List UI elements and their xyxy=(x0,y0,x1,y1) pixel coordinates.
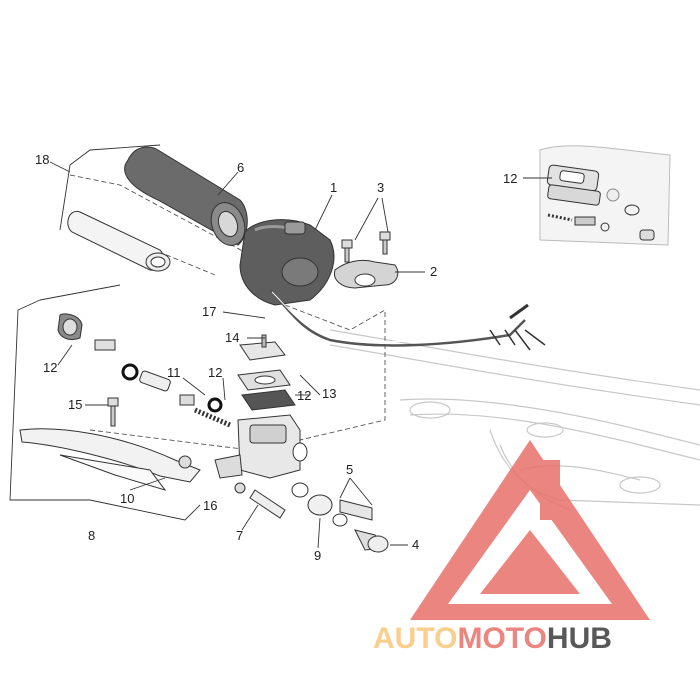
pivot-screw-shaft xyxy=(110,405,116,427)
wire-bundle xyxy=(489,329,546,351)
switch-cable-inner xyxy=(271,291,509,342)
label-1: 1 xyxy=(330,180,337,195)
label-18: 18 xyxy=(35,152,49,167)
label-12-cap: 12 xyxy=(297,388,311,403)
label-11: 11 xyxy=(167,365,181,380)
piston-kit xyxy=(57,313,231,428)
label-12-inset: 12 xyxy=(503,171,517,186)
watermark-auto: AUTO xyxy=(373,622,457,655)
watermark-triangle-core xyxy=(480,530,580,594)
label-17: 17 xyxy=(202,304,216,319)
watermark-triangle-notch xyxy=(540,460,560,520)
label-16: 16 xyxy=(203,498,217,513)
throttle-tube xyxy=(67,210,171,272)
label-12-left: 12 xyxy=(43,360,57,375)
label-13: 13 xyxy=(322,386,336,401)
watermark-text: AUTOMOTOHUB xyxy=(373,622,612,655)
master-cylinder xyxy=(214,414,308,479)
label-3: 3 xyxy=(377,180,384,195)
bracket-outline-18 xyxy=(69,144,161,166)
label-2: 2 xyxy=(430,264,437,279)
stop-switch xyxy=(249,489,286,519)
pivot-screw-head xyxy=(107,397,119,407)
label-7: 7 xyxy=(236,528,243,543)
brake-lever xyxy=(19,428,201,491)
switch-housing xyxy=(239,219,335,306)
leader-lines xyxy=(49,161,552,549)
label-8: 8 xyxy=(88,528,95,543)
label-9: 9 xyxy=(314,548,321,563)
handlebar-grip xyxy=(124,146,248,246)
reservoir-cap-parts xyxy=(237,334,296,411)
bracket-outline-8 xyxy=(9,299,201,521)
bracket-outline-8b xyxy=(39,284,121,301)
clamp-bolts xyxy=(341,231,391,263)
inset-detail-box xyxy=(539,145,671,246)
assembly-line-bracket xyxy=(284,304,386,441)
watermark-logo: AUTOMOTOHUB xyxy=(373,440,650,655)
label-14: 14 xyxy=(225,330,239,345)
cable-end xyxy=(509,303,529,320)
label-15: 15 xyxy=(68,397,82,412)
label-5: 5 xyxy=(346,462,353,477)
assembly-line-grip xyxy=(69,174,251,256)
switch-cable xyxy=(269,289,526,347)
banjo-fittings xyxy=(291,482,389,553)
bracket-outline-18b xyxy=(59,164,71,231)
clamp-hole xyxy=(354,273,376,287)
label-12-piston: 12 xyxy=(208,365,222,380)
label-10: 10 xyxy=(120,491,134,506)
assembly-line-master xyxy=(89,429,251,451)
washer-16 xyxy=(234,482,246,494)
watermark-hub: HUB xyxy=(547,622,612,655)
label-4: 4 xyxy=(412,537,419,552)
label-6: 6 xyxy=(237,160,244,175)
part-number-labels: 1 2 3 4 5 6 7 8 9 10 11 12 12 12 12 13 1… xyxy=(35,152,517,563)
watermark-moto: MOTO xyxy=(457,622,546,655)
